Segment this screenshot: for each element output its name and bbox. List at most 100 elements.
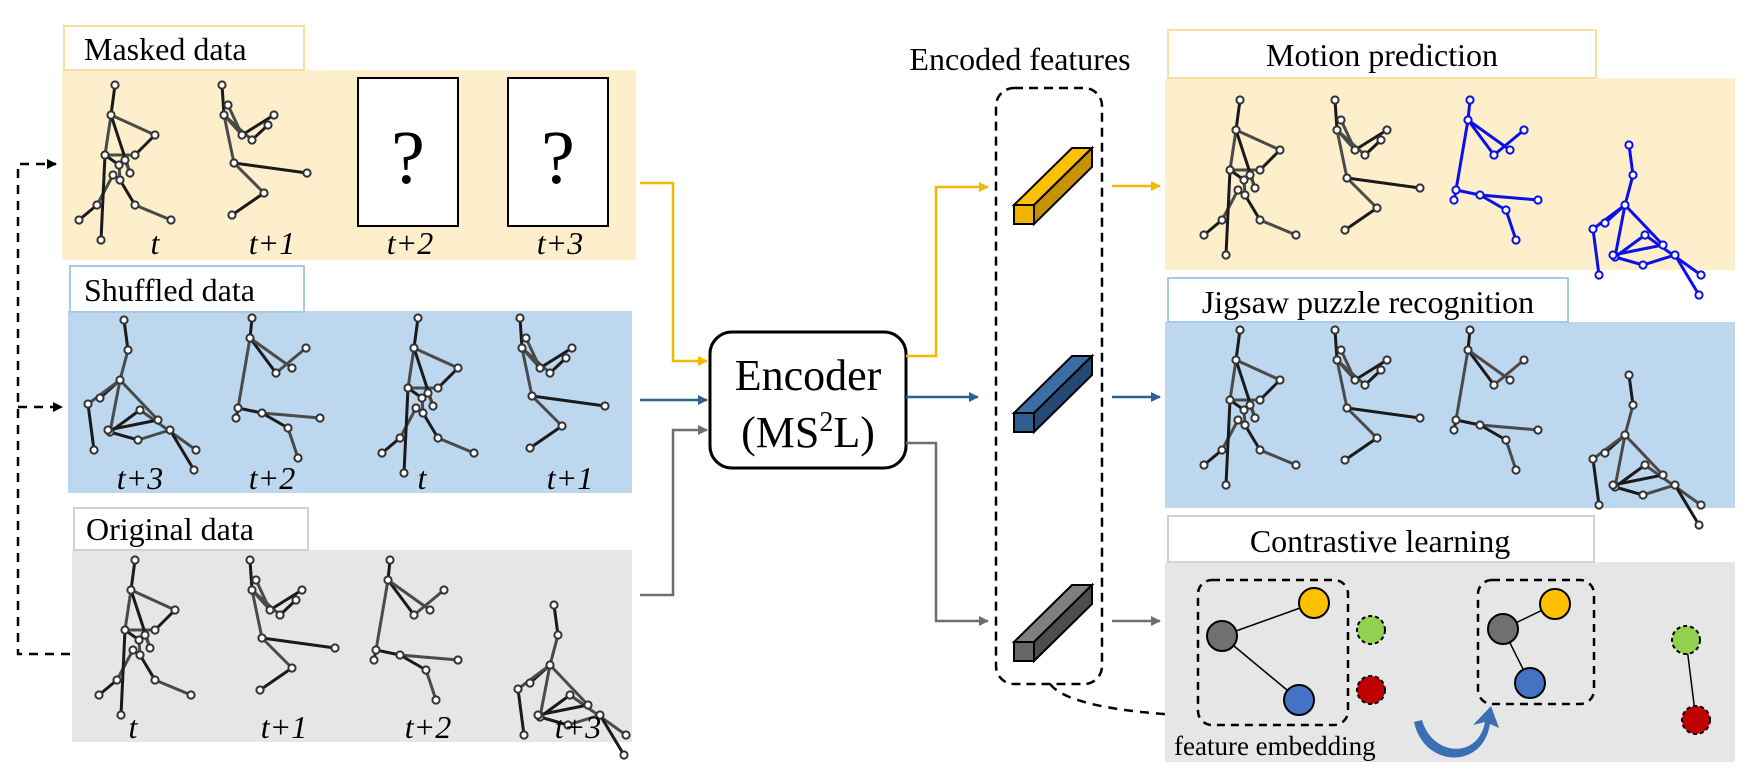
features-title: Encoded features	[909, 41, 1130, 77]
contrastive-title: Contrastive learning	[1250, 523, 1510, 559]
skeleton-bone	[598, 713, 626, 757]
skeleton-joint	[417, 393, 427, 403]
skeleton-joint	[1620, 430, 1630, 440]
skeleton-bone	[1627, 143, 1635, 177]
skeleton-bone	[398, 406, 418, 440]
skeleton-bone	[1613, 255, 1645, 267]
skeleton-joint	[1465, 95, 1475, 105]
skeleton-bone	[1641, 483, 1677, 497]
skeleton-bone	[1258, 218, 1298, 237]
skeleton-joint	[567, 343, 577, 353]
skeleton-joint	[1501, 205, 1511, 215]
skeleton-bone	[86, 402, 96, 452]
skeleton-joint	[583, 700, 593, 710]
skeleton-joint	[521, 333, 531, 343]
skeleton-joint	[1350, 145, 1360, 155]
skeleton-joint	[130, 555, 140, 565]
feature-bar-gray	[1011, 582, 1095, 664]
node-green-before	[1356, 615, 1386, 645]
skeleton-joint	[409, 610, 419, 620]
skeleton-joint	[1275, 145, 1285, 155]
skeleton-joint	[423, 388, 433, 398]
skeleton-bone	[95, 173, 115, 207]
shuffled-skeleton-t1	[515, 313, 610, 453]
skeleton-bone	[153, 678, 193, 697]
skeleton-bone	[398, 653, 460, 662]
skeleton-joint	[245, 555, 255, 565]
skeleton-bone	[1258, 148, 1282, 172]
skeleton-joint	[287, 363, 297, 373]
skeleton-bone	[1613, 485, 1645, 497]
skeleton-bone	[254, 578, 272, 612]
skeleton-joint	[453, 655, 463, 665]
skeleton-joint	[1608, 250, 1618, 260]
skeleton-joint	[1670, 480, 1680, 490]
original-label-t3: t+3	[555, 709, 601, 745]
skeleton-bone	[1478, 193, 1540, 202]
skeleton-bone	[133, 133, 157, 157]
masked-title-box	[63, 25, 305, 71]
arrow-encoder-to-yellow-feature	[906, 182, 989, 358]
masked-frame-t2	[357, 77, 459, 227]
masked-title: Masked data	[84, 31, 247, 67]
skeleton-bone	[123, 588, 133, 632]
skeleton-joint	[1658, 240, 1668, 250]
node-gray-after	[1487, 613, 1519, 645]
skeleton-bone	[518, 316, 524, 350]
skeleton-joint	[1696, 270, 1706, 280]
skeleton-bone	[1224, 398, 1232, 487]
skeleton-bone	[436, 366, 460, 390]
skeleton-bone	[1466, 348, 1496, 387]
node-gray-before	[1206, 620, 1238, 652]
encoder-model-sup: 2	[819, 407, 833, 438]
skeleton-joint	[369, 655, 379, 665]
features-container	[994, 86, 1104, 686]
skeleton-bone	[133, 203, 173, 222]
skeleton-bone	[1345, 406, 1379, 440]
skeleton-bone	[516, 663, 552, 691]
skeleton-joint	[1640, 460, 1650, 470]
skeleton-bone	[230, 191, 266, 217]
skeleton-bone	[119, 628, 127, 717]
skeleton-joint	[469, 448, 479, 458]
skeleton-joint	[377, 448, 387, 458]
edge-gray-yellow-before	[1221, 602, 1315, 637]
skeleton-bone	[538, 715, 570, 727]
skeleton-bone	[1613, 433, 1627, 489]
skeleton-joint	[229, 158, 239, 168]
skeleton-joint	[119, 315, 129, 325]
skeleton-joint	[255, 685, 265, 695]
skeleton-bone	[1673, 483, 1701, 527]
skeleton-joint	[403, 383, 413, 393]
skeleton-joint	[94, 690, 104, 700]
skeleton-joint	[431, 695, 441, 705]
skeleton-bone	[1234, 98, 1242, 132]
skeleton-joint	[563, 720, 573, 730]
skeleton-bone	[1335, 358, 1349, 410]
skeleton-joint	[89, 445, 99, 455]
skeleton-bone	[1504, 208, 1518, 242]
skeleton-bone	[1454, 348, 1470, 422]
skeleton-joint	[120, 625, 130, 635]
skeleton-bone	[1478, 423, 1540, 432]
skeleton-joint	[245, 333, 255, 343]
skeleton-bone	[1345, 176, 1379, 210]
skeleton-joint	[150, 625, 160, 635]
original-title: Original data	[86, 511, 254, 547]
shuffled-label-t3: t+3	[117, 460, 163, 496]
skeleton-joint	[96, 235, 106, 245]
skeleton-bone	[1591, 227, 1601, 277]
skeleton-joint	[1588, 454, 1598, 464]
skeleton-joint	[1376, 135, 1386, 145]
skeleton-bone	[398, 653, 428, 672]
update-curved-arrow	[1414, 706, 1499, 758]
skeleton-bone	[1641, 253, 1677, 267]
skeleton-bone	[236, 336, 252, 410]
skeleton-bone	[1333, 328, 1339, 362]
original-label-t: t	[129, 709, 139, 745]
skeleton-joint	[1600, 448, 1610, 458]
skeleton-bone	[552, 603, 560, 637]
skeleton-bone	[106, 418, 160, 432]
skeleton-joint	[1291, 460, 1301, 470]
